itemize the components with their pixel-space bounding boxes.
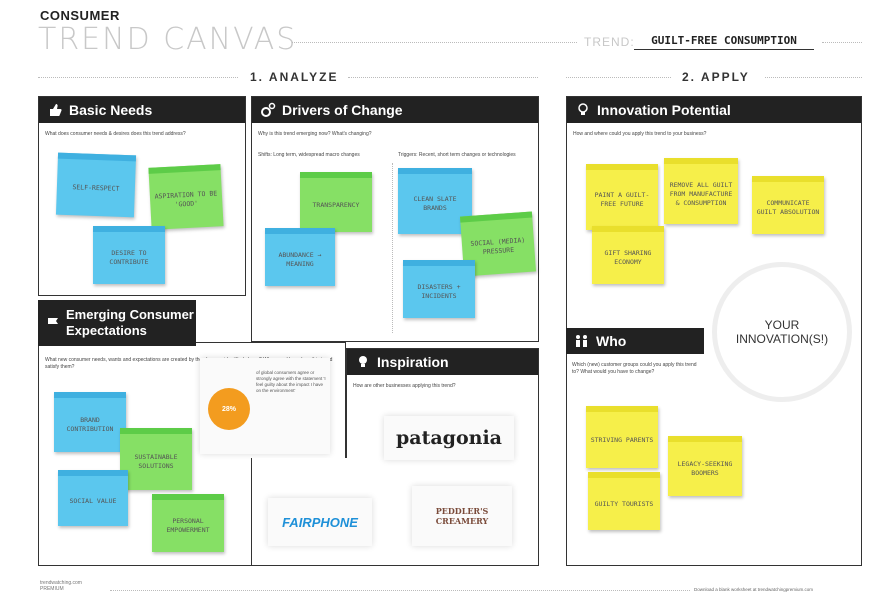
people-icon	[574, 333, 590, 349]
sticky-note: COMMUNICATE GUILT ABSOLUTION	[752, 176, 824, 234]
gears-icon	[260, 102, 276, 118]
logo-patagonia: patagonia	[384, 416, 514, 460]
section-apply: 2. APPLY	[682, 70, 750, 84]
innovation-question: How and where could you apply this trend…	[573, 131, 707, 137]
logo-fairphone: FAIRPHONE	[268, 498, 372, 546]
drivers-title: Drivers of Change	[282, 102, 403, 118]
basic-needs-header: Basic Needs	[39, 97, 245, 123]
trend-value: GUILT-FREE CONSUMPTION	[634, 34, 814, 50]
brand-top: CONSUMER	[40, 8, 120, 23]
drivers-triggers-label: Triggers: Recent, short term changes or …	[398, 152, 516, 158]
lightbulb-icon	[575, 102, 591, 118]
expectations-question: What new consumer needs, wants and expec…	[45, 357, 333, 370]
sticky-note: ABUNDANCE → MEANING	[265, 228, 335, 286]
drivers-shifts-label: Shifts: Long term, widespread macro chan…	[258, 152, 360, 158]
section-analyze: 1. ANALYZE	[250, 70, 339, 84]
sticky-note: BRAND CONTRIBUTION	[54, 392, 126, 452]
sticky-note: PAINT A GUILT-FREE FUTURE	[586, 164, 658, 230]
stat-circle: 28%	[208, 388, 250, 430]
footer-logo: trendwatching.com PREMIUM	[40, 580, 82, 592]
inspiration-header: Inspiration	[347, 349, 538, 375]
divider	[765, 77, 862, 78]
sticky-note: SUSTAINABLE SOLUTIONS	[120, 428, 192, 490]
brand-title: TREND CANVAS	[38, 22, 298, 57]
your-innovation-circle: YOUR INNOVATION(S!)	[712, 262, 852, 402]
who-title: Who	[596, 333, 627, 349]
basic-needs-title: Basic Needs	[69, 102, 153, 118]
innovation-title: Innovation Potential	[597, 102, 731, 118]
basic-needs-question: What does consumer needs & desires does …	[45, 131, 186, 137]
inspiration-title: Inspiration	[377, 354, 449, 370]
lightbulb-icon	[355, 354, 371, 370]
sticky-note: LEGACY-SEEKING BOOMERS	[668, 436, 742, 496]
divider	[566, 77, 671, 78]
divider	[292, 42, 577, 43]
divider	[392, 163, 393, 333]
sticky-note: TRANSPARENCY	[300, 172, 372, 232]
sticky-note: SOCIAL VALUE	[58, 470, 128, 526]
who-question: Which (new) customer groups could you ap…	[572, 362, 697, 375]
divider	[38, 77, 238, 78]
sticky-note: CLEAN SLATE BRANDS	[398, 168, 472, 234]
innovation-header: Innovation Potential	[567, 97, 861, 123]
expectations-title: Emerging Consumer Expectations	[66, 307, 194, 338]
drivers-header: Drivers of Change	[252, 97, 538, 123]
sticky-note: DESIRE TO CONTRIBUTE	[93, 226, 165, 284]
flag-icon	[46, 315, 60, 331]
sticky-note: STRIVING PARENTS	[586, 406, 658, 468]
sticky-note: GIFT SHARING ECONOMY	[592, 226, 664, 284]
inspiration-question: How are other businesses applying this t…	[353, 383, 456, 389]
sticky-note: SELF-RESPECT	[55, 152, 137, 218]
divider	[348, 77, 538, 78]
sticky-note: GUILTY TOURISTS	[588, 472, 660, 530]
sticky-note: ASPIRATION TO BE 'GOOD'	[148, 164, 224, 230]
sticky-note: DISASTERS + INCIDENTS	[403, 260, 475, 318]
drivers-question: Why is this trend emerging now? What's c…	[258, 131, 372, 137]
divider	[822, 42, 862, 43]
divider	[110, 590, 690, 591]
footer-note: Download a blank worksheet at trendwatch…	[694, 587, 814, 592]
expectations-header: Emerging Consumer Expectations	[38, 300, 196, 346]
sticky-note: REMOVE ALL GUILT FROM MANUFACTURE & CONS…	[664, 158, 738, 224]
sticky-note: PERSONAL EMPOWERMENT	[152, 494, 224, 552]
who-header: Who	[566, 328, 704, 354]
logo-peddlers-creamery: PEDDLER'S CREAMERY	[412, 486, 512, 546]
your-innovation-label: YOUR INNOVATION(S!)	[735, 318, 829, 346]
trend-label: TREND:	[584, 35, 635, 49]
thumbs-up-icon	[47, 102, 63, 118]
stat-text: of global consumers agree or strongly ag…	[256, 370, 326, 393]
stat-card: 28% of global consumers agree or strongl…	[200, 358, 330, 454]
